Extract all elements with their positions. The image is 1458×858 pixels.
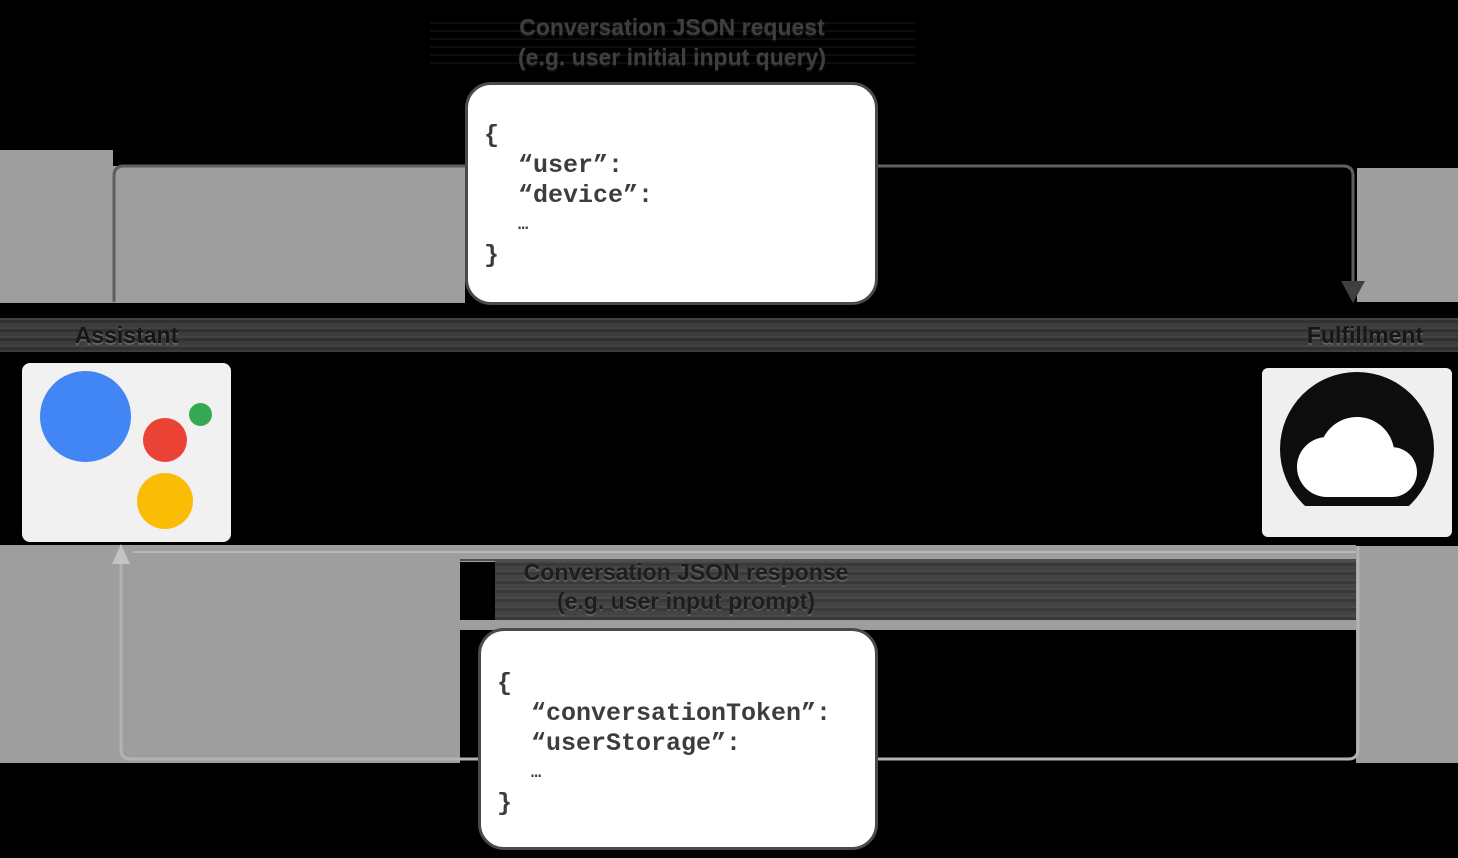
entity-label-band [0,318,1458,352]
response-title-line2: (e.g. user input prompt) [556,588,816,614]
response-title: Conversation JSON response (e.g. user in… [436,558,936,616]
response-arrow-band-top-strip [460,545,1356,562]
code-line: “userStorage”: [531,729,742,758]
fulfillment-label: Fulfillment [1306,322,1424,348]
code-line: “user”: [518,151,624,180]
code-line: { [497,669,513,698]
code-line: “conversationToken”: [531,699,832,728]
request-json-box: { “user”: “device”: … } [465,82,878,305]
response-arrow-band-left [0,545,460,763]
code-line: } [484,241,500,270]
response-arrow-band-lower-strip [460,620,1356,630]
cloud-icon [1280,372,1434,506]
code-line: … [518,216,529,235]
assistant-green-circle [189,403,212,426]
response-title-band [495,561,1356,620]
assistant-label: Assistant [74,322,179,348]
assistant-red-circle [143,418,187,462]
code-line: “device”: [518,181,654,210]
response-title-line1: Conversation JSON response [523,559,849,585]
request-arrow-band-left-notch [0,150,113,166]
fulfillment-card [1262,368,1452,537]
code-line: } [497,789,513,818]
request-band-middle-black [878,166,1357,306]
code-line: { [484,121,500,150]
request-arrow-band-right [1357,168,1458,302]
response-arrow-band-right [1356,546,1458,763]
request-title: Conversation JSON request (e.g. user ini… [422,12,922,72]
assistant-yellow-circle [137,473,193,529]
request-title-stripes [430,22,915,70]
request-arrow-band-left [0,166,465,303]
request-json-code: { “user”: “device”: … } [484,121,653,271]
response-json-code: { “conversationToken”: “userStorage”: … … [497,669,831,819]
request-arrowhead-icon [1341,281,1365,303]
code-line: … [531,764,542,783]
assistant-blue-circle [40,371,131,462]
response-json-box: { “conversationToken”: “userStorage”: … … [478,628,878,850]
assistant-card [22,363,231,542]
response-arrowhead-icon [112,544,130,564]
request-title-line1: Conversation JSON request [519,14,825,40]
request-title-line2: (e.g. user initial input query) [518,44,826,70]
